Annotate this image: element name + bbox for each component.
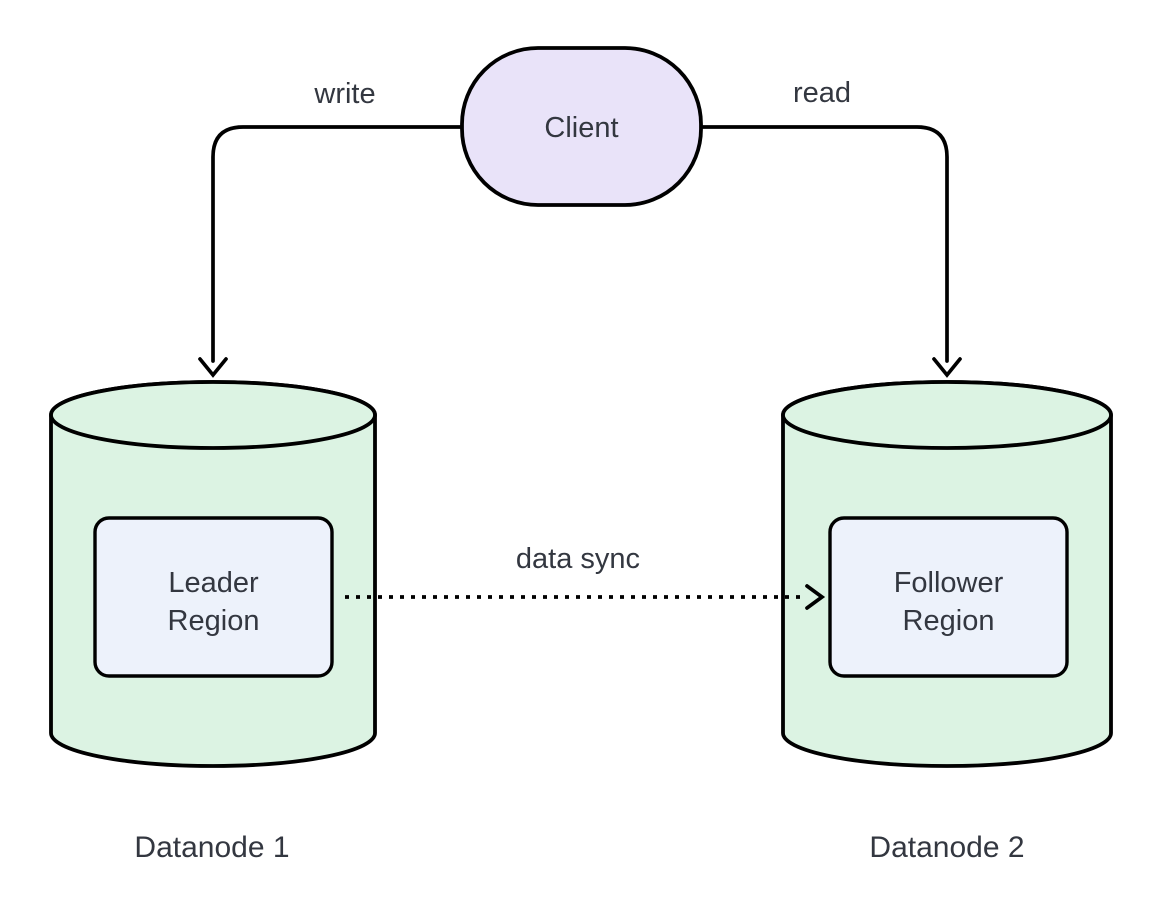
client-label: Client — [544, 112, 618, 144]
data-sync-edge-label: data sync — [516, 543, 640, 575]
read-edge-line — [699, 125, 949, 363]
arrow-down-icon — [198, 357, 228, 378]
leader-region-label-line1: Leader — [168, 567, 259, 599]
follower-region-box — [828, 516, 1069, 678]
datanode1-caption: Datanode 1 — [134, 831, 289, 864]
datanode2-cylinder-top — [781, 380, 1113, 450]
edge-write: write — [198, 78, 464, 378]
datanode2-caption: Datanode 2 — [869, 831, 1024, 864]
arrow-down-icon — [932, 357, 962, 378]
leader-region-label-line2: Region — [168, 605, 260, 637]
edge-data-sync: data sync — [345, 543, 826, 610]
read-edge-label: read — [793, 77, 851, 109]
client-pill — [460, 46, 703, 207]
write-edge-label: write — [313, 78, 375, 110]
follower-region-label-line1: Follower — [894, 567, 1004, 599]
datanode1-cylinder-top — [49, 380, 377, 450]
node-client: Client — [460, 46, 703, 207]
edge-read: read — [699, 77, 962, 378]
write-edge-line — [211, 125, 464, 363]
leader-region-box — [93, 516, 334, 678]
follower-region-label-line2: Region — [903, 605, 995, 637]
arrow-right-icon — [805, 584, 826, 610]
